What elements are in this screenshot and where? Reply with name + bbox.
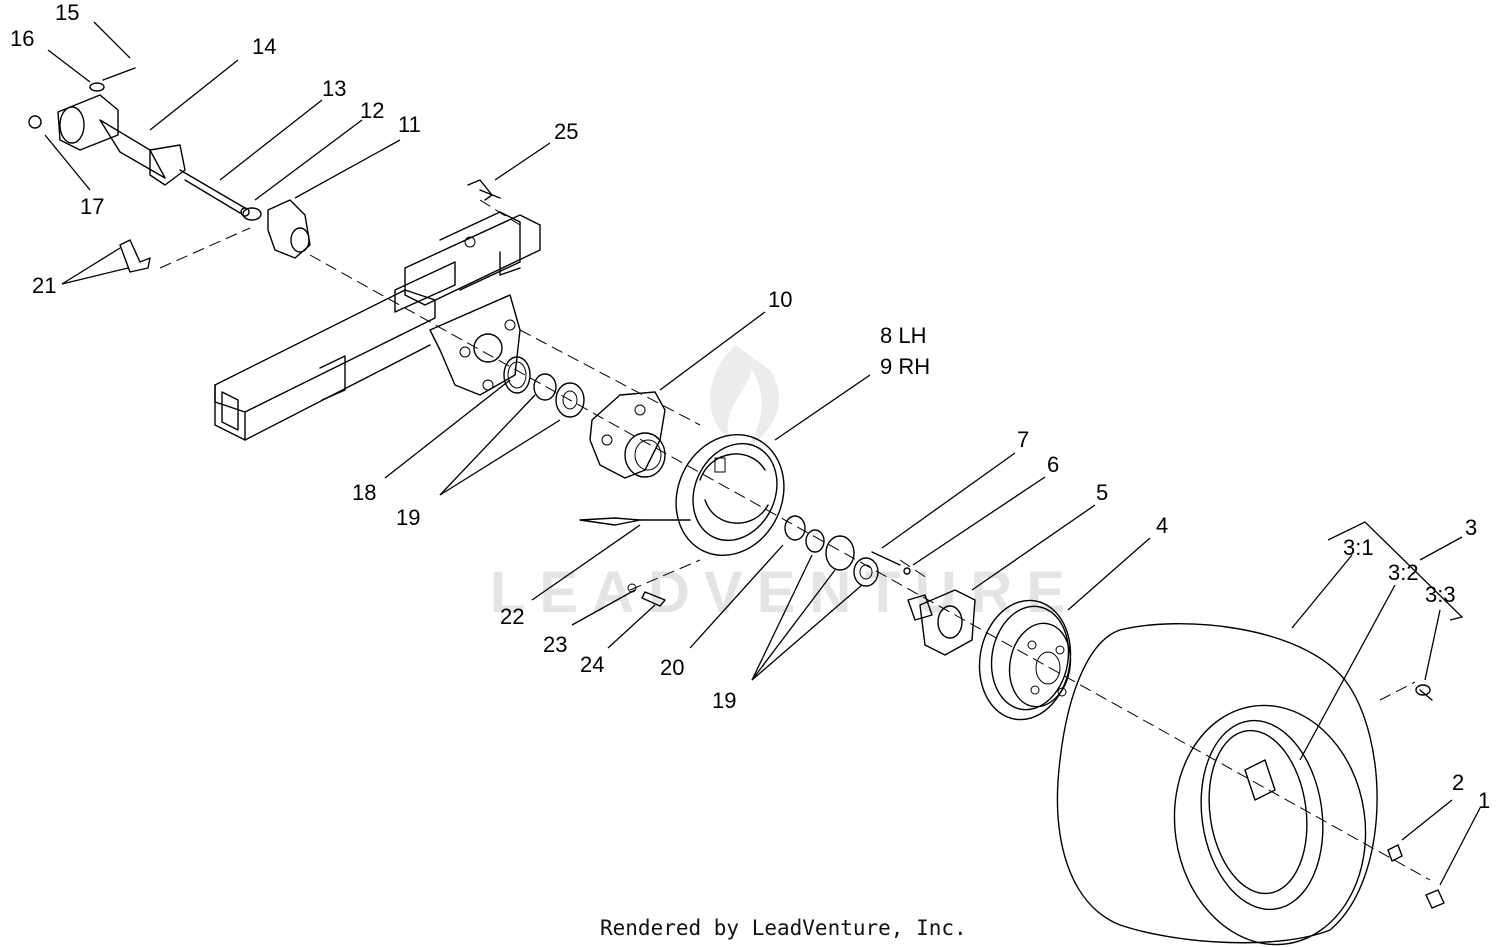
callout-3-2: 3:2 <box>1388 560 1419 585</box>
callout-21: 21 <box>32 273 56 298</box>
callout-12: 12 <box>360 98 384 123</box>
callout-23: 23 <box>543 632 567 657</box>
callout-16: 16 <box>10 26 34 51</box>
callout-3-1: 3:1 <box>1343 535 1374 560</box>
brake-assembly <box>579 433 785 557</box>
callout-25: 25 <box>554 119 578 144</box>
callout-2: 2 <box>1452 770 1464 795</box>
callout-9-rh: 9 RH <box>880 354 930 379</box>
callout-18: 18 <box>352 480 376 505</box>
spindle-assembly <box>627 515 976 656</box>
yoke-assembly <box>119 179 501 273</box>
callout-22: 22 <box>500 604 524 629</box>
tire-wheel <box>1056 623 1445 946</box>
callout-13: 13 <box>322 76 346 101</box>
watermark-text: LEADVENTURE <box>490 560 1079 625</box>
callout-7: 7 <box>1017 427 1029 452</box>
callout-3-3: 3:3 <box>1425 582 1456 607</box>
callout-5: 5 <box>1096 480 1108 505</box>
leader-lines <box>44 21 1481 886</box>
axle-frame <box>214 211 541 441</box>
callout-17: 17 <box>80 194 104 219</box>
callout-1: 1 <box>1478 788 1490 813</box>
callout-24: 24 <box>580 652 604 677</box>
callout-19-lower: 19 <box>712 688 736 713</box>
driveshaft <box>28 67 250 217</box>
callout-15: 15 <box>55 0 79 25</box>
footer-credit: Rendered by LeadVenture, Inc. <box>600 916 967 940</box>
callout-14: 14 <box>252 34 276 59</box>
watermark: LEADVENTURE <box>490 345 1079 625</box>
callout-10: 10 <box>768 287 792 312</box>
callout-11: 11 <box>398 112 421 137</box>
flame-logo-icon <box>710 345 780 450</box>
callout-labels: 1 2 3 3:1 3:2 3:3 4 5 6 7 8 LH 9 RH 10 1… <box>10 0 1490 813</box>
callout-19-upper: 19 <box>396 505 420 530</box>
hub-carrier <box>503 356 666 479</box>
callout-20: 20 <box>660 655 684 680</box>
callout-4: 4 <box>1156 513 1168 538</box>
callout-3: 3 <box>1465 515 1477 540</box>
brake-drum <box>978 599 1072 721</box>
callout-6: 6 <box>1047 452 1059 477</box>
callout-8-lh: 8 LH <box>880 323 926 348</box>
